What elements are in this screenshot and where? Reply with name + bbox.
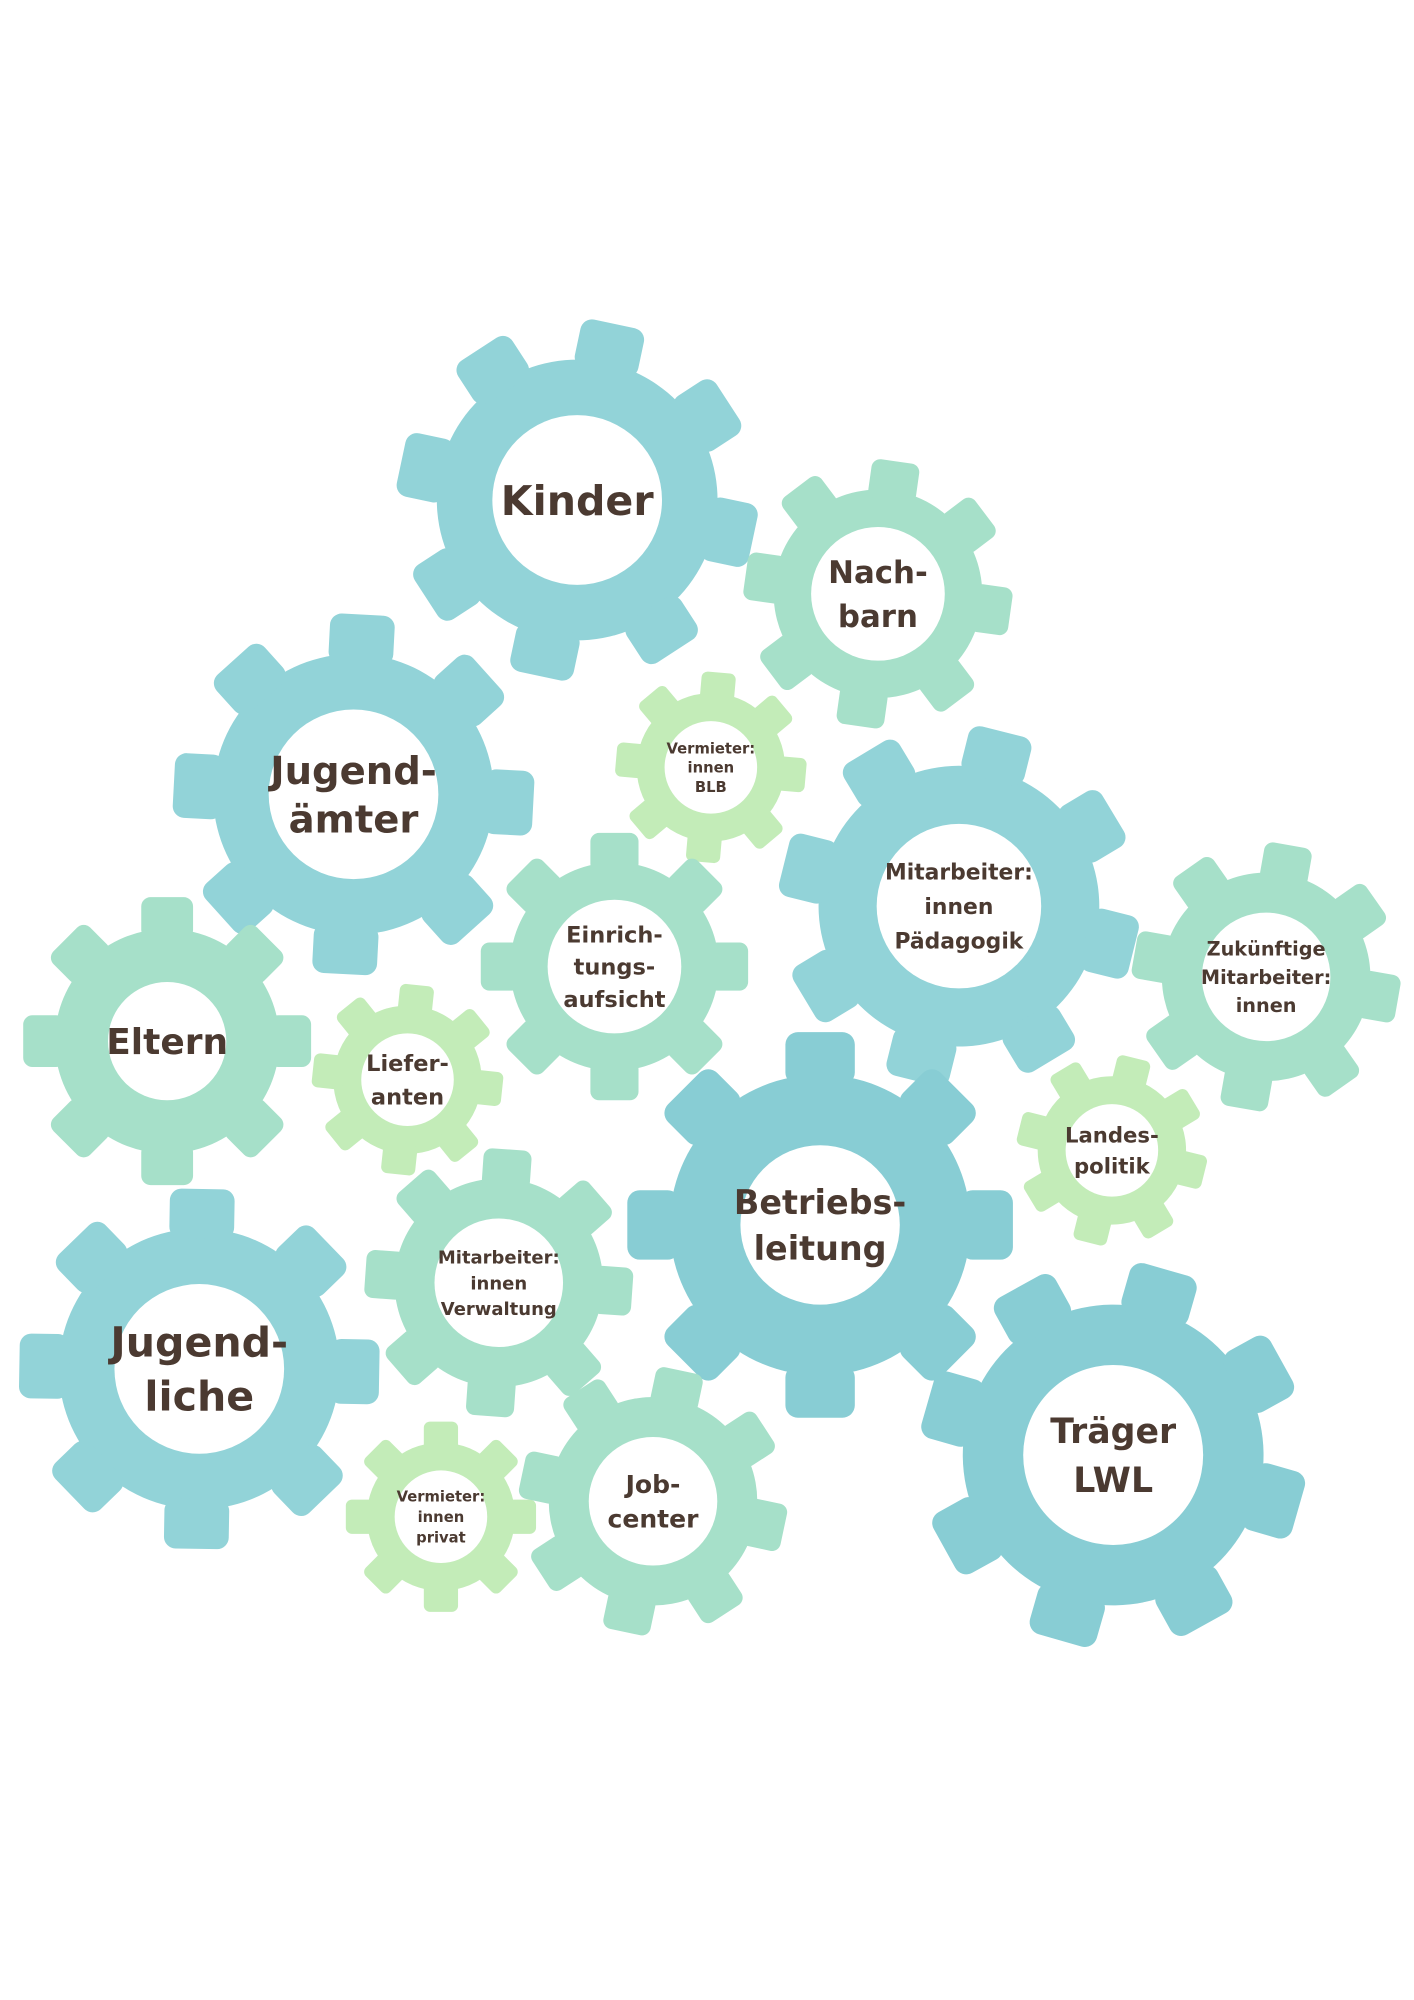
gear-label: Jugend- [267,749,437,794]
gear-hole [811,526,945,661]
gear-hole [664,721,758,814]
gear-label: tungs- [574,955,656,981]
gear-nachbarn: Nach-barn [743,459,1013,729]
gear-label: BLB [695,779,727,796]
gear-label: Mitarbeiter: [885,860,1033,885]
gear-label: Nach- [828,555,928,591]
gear-label: Vermieter: [667,740,756,757]
gear-hole [876,823,1042,989]
gear-eltern: Eltern [23,897,312,1186]
gear-label: Kinder [501,477,655,525]
gear-label: barn [838,599,918,635]
gear-einrichtungsaufsicht: Einrich-tungs-aufsicht [480,832,749,1101]
gear-landespolitik: Landes-politik [1016,1055,1208,1246]
gear-label: privat [416,1530,466,1547]
gear-hole [1065,1104,1159,1197]
gear-label: innen [1236,994,1297,1017]
gear-hole [1201,912,1331,1042]
gear-label: center [608,1505,700,1534]
gear-label: Landes- [1065,1123,1159,1148]
gear-label: leitung [754,1229,887,1268]
gear-label: Mitarbeiter: [438,1248,560,1269]
gear-lieferanten: Liefer-anten [311,983,504,1176]
gear-hole [547,899,682,1034]
gear-label: innen [688,760,735,777]
gear-icon [396,319,758,681]
gear-hole [740,1145,900,1305]
gear-hole [394,1470,488,1563]
gear-label: innen [924,895,993,920]
gear-kinder: Kinder [396,319,758,681]
gear-label: Zukünftige [1207,938,1326,961]
gear-hole [114,1284,285,1454]
gear-jugendaemter: Jugend-ämter [172,613,535,976]
gear-label: LWL [1073,1461,1153,1501]
gear-hole [108,982,227,1101]
gear-label: innen [418,1509,465,1526]
gear-hole [434,1218,564,1348]
gear-label: aufsicht [563,987,665,1013]
gear-label: Träger [1050,1412,1176,1452]
gear-jugendliche: Jugend-liche [19,1188,380,1550]
gear-label: anten [371,1084,444,1110]
gear-hole [588,1437,718,1566]
gear-label: Betriebs- [734,1183,906,1222]
gear-hole [492,415,663,585]
gear-label: Einrich- [566,923,663,949]
gear-label: ämter [289,798,419,843]
gear-label: Pädagogik [895,930,1024,955]
gear-label: Vermieter: [397,1488,486,1505]
gear-label: Verwaltung [441,1299,557,1320]
gear-hole [268,709,439,880]
gear-hole [1023,1365,1204,1545]
gear-label: Liefer- [366,1051,449,1077]
gear-label: Jugend- [107,1319,288,1367]
gear-vermieter-privat: Vermieter: innen privat [345,1421,537,1612]
gear-label: Eltern [106,1022,228,1063]
gear-label: Mitarbeiter: [1201,966,1331,989]
gear-label: Job- [624,1470,681,1499]
gear-hole [361,1033,454,1126]
gear-label: liche [144,1373,254,1421]
gear-label: politik [1074,1153,1151,1178]
gear-betriebsleitung: Betriebs-leitung [627,1032,1013,1418]
gear-jobcenter: Job-center [518,1367,788,1636]
gear-label: innen [470,1273,527,1294]
